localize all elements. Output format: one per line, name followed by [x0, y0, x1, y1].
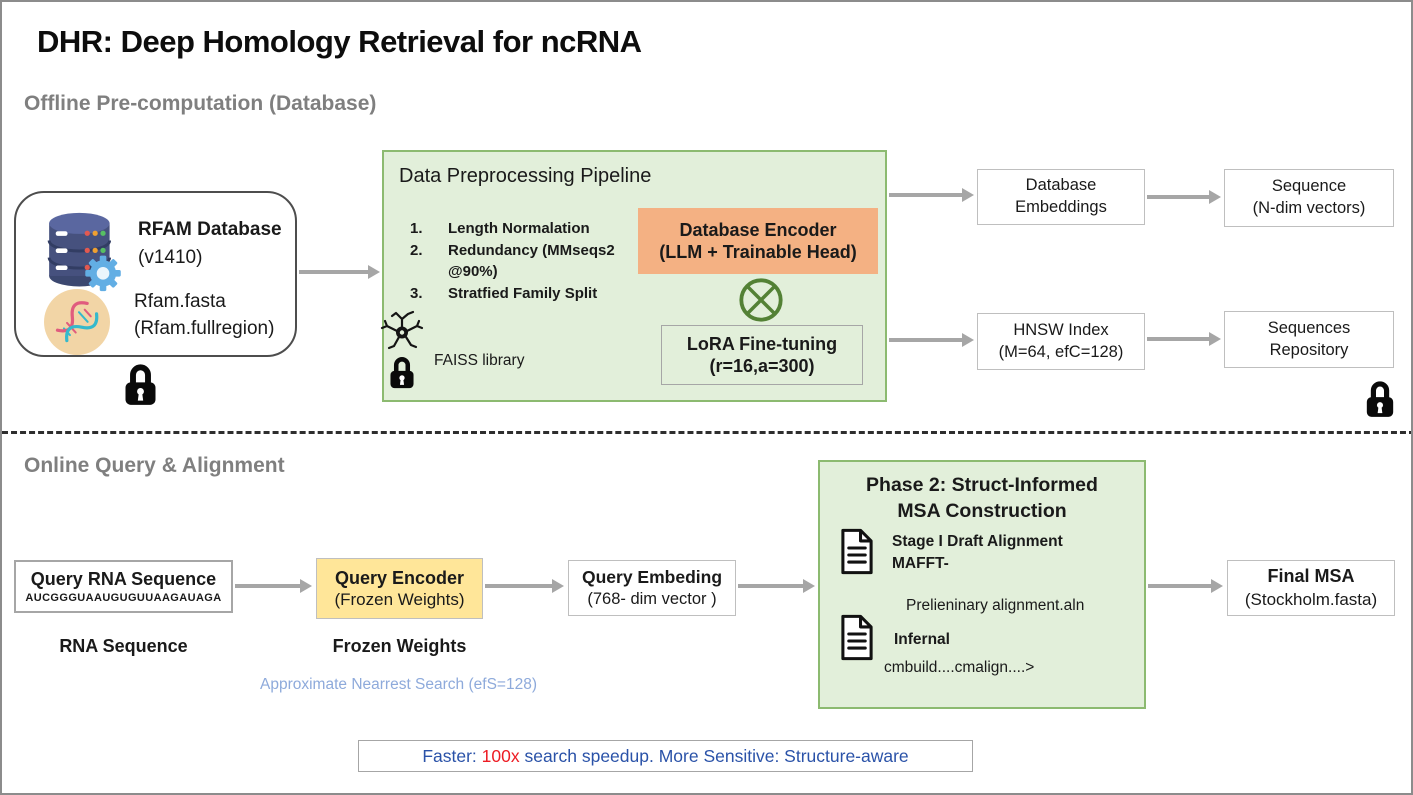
rfam-database-box: RFAM Database (v1410) Rfam.fasta (Rfam.f…	[14, 191, 297, 357]
summary-banner: Faster: 100x search speedup. More Sensit…	[358, 740, 973, 772]
phase2-msa-box: Phase 2: Struct-Informed MSA Constructio…	[818, 460, 1146, 709]
query-encoder-title: Query Encoder	[334, 567, 465, 588]
otimes-icon	[739, 278, 783, 322]
rfam-file: Rfam.fasta	[134, 291, 226, 312]
final-msa-box: Final MSA (Stockholm.fasta)	[1227, 560, 1395, 616]
step-number: 1.	[410, 220, 423, 237]
section-divider	[2, 431, 1411, 434]
step-number: 2.	[410, 242, 423, 259]
arrow	[1147, 337, 1210, 341]
arrow	[738, 584, 804, 588]
arrow	[299, 270, 369, 274]
rfam-title: RFAM Database	[138, 219, 282, 240]
pipeline-step: 1. Length Normalation	[410, 218, 620, 239]
database-encoder-subtitle: (LLM + Trainable Head)	[659, 242, 857, 262]
banner-highlight: 100x	[481, 745, 520, 766]
pipeline-steps: 1. Length Normalation 2. Redundancy (MMs…	[410, 218, 620, 305]
stage1-label: Stage I Draft Alignment	[892, 533, 1063, 550]
query-embedding-subtitle: (768- dim vector )	[587, 589, 717, 608]
box-line2: Embeddings	[1015, 198, 1107, 216]
neuron-icon	[380, 310, 424, 350]
box-line1: HNSW Index	[1013, 320, 1109, 339]
box-line1: Database	[1025, 176, 1097, 195]
preprocessing-pipeline-box: Data Preprocessing Pipeline 1. Length No…	[382, 150, 887, 402]
arrow	[485, 584, 553, 588]
step-label: Length Normalation	[448, 220, 590, 237]
query-box-title: Query RNA Sequence	[30, 569, 217, 590]
box-line2: (M=64, efC=128)	[998, 342, 1124, 361]
query-encoder-box: Query Encoder (Frozen Weights)	[316, 558, 483, 619]
arrow	[889, 193, 963, 197]
phase2-title: Phase 2: Struct-Informed MSA Constructio…	[820, 472, 1144, 525]
step-label: Stratfied Family Split	[448, 285, 598, 302]
stage2-tool: Infernal	[894, 631, 950, 648]
pipeline-step: 3. Stratfied Family Split	[410, 283, 620, 304]
lock-icon	[390, 357, 414, 389]
offline-section-header: Offline Pre-computation (Database)	[24, 92, 377, 115]
document-icon	[841, 614, 873, 661]
dna-icon	[44, 289, 110, 355]
database-embeddings-box: Database Embeddings	[977, 169, 1145, 225]
query-encoder-subtitle: (Frozen Weights)	[334, 590, 465, 610]
rna-sequence-caption: RNA Sequence	[59, 636, 188, 656]
stage2-commands: cmbuild....cmalign....>	[884, 659, 1035, 676]
query-embedding-title: Query Embeding	[581, 566, 723, 587]
sequence-vectors-box: Sequence (N-dim vectors)	[1224, 169, 1394, 227]
box-line1: Sequences	[1267, 318, 1351, 337]
online-section-header: Online Query & Alignment	[24, 454, 285, 477]
database-encoder-box: Database Encoder (LLM + Trainable Head)	[638, 208, 878, 274]
pipeline-title: Data Preprocessing Pipeline	[399, 165, 652, 187]
hnsw-index-box: HNSW Index (M=64, efC=128)	[977, 313, 1145, 370]
stage1-tool: MAFFT-	[892, 555, 949, 572]
intermediate-file-label: Prelieninary alignment.aln	[906, 597, 1085, 614]
database-encoder-title: Database Encoder	[679, 219, 837, 240]
step-label: Redundancy (MMseqs2 @90%)	[448, 242, 615, 280]
arrow	[235, 584, 301, 588]
arrow	[1147, 195, 1210, 199]
final-msa-subtitle: (Stockholm.fasta)	[1244, 589, 1378, 609]
document-icon	[841, 528, 873, 575]
database-icon	[47, 212, 121, 292]
rfam-version: (v1410)	[138, 247, 203, 268]
lora-subtitle: (r=16,a=300)	[709, 356, 815, 376]
lock-icon	[125, 364, 156, 405]
arrow	[1148, 584, 1212, 588]
box-line1: Sequence	[1271, 177, 1347, 196]
banner-text-part1: Faster:	[422, 745, 482, 766]
lora-title: LoRA Fine-tuning	[686, 333, 838, 354]
rfam-file-detail: (Rfam.fullregion)	[134, 318, 275, 339]
phase2-title-line1: Phase 2: Struct-Informed	[866, 474, 1098, 496]
query-sequence: AUCGGGUAAUGUGUUAAGAUAGA	[25, 591, 222, 604]
faiss-library-label: FAISS library	[434, 352, 525, 369]
frozen-weights-caption: Frozen Weights	[332, 636, 467, 656]
lora-finetuning-box: LoRA Fine-tuning (r=16,a=300)	[661, 325, 863, 385]
final-msa-title: Final MSA	[1267, 565, 1355, 586]
query-embedding-box: Query Embeding (768- dim vector )	[568, 560, 736, 616]
box-line2: Repository	[1269, 340, 1349, 359]
query-rna-sequence-box: Query RNA Sequence AUCGGGUAAUGUGUUAAGAUA…	[14, 560, 233, 613]
step-number: 3.	[410, 285, 423, 302]
sequences-repository-box: Sequences Repository	[1224, 311, 1394, 368]
phase2-title-line2: MSA Construction	[897, 500, 1067, 523]
banner-text-part2: search speedup. More Sensitive: Structur…	[519, 745, 909, 766]
lock-icon	[1366, 381, 1394, 417]
arrow	[889, 338, 963, 342]
box-line2: (N-dim vectors)	[1252, 199, 1366, 217]
approximate-search-note: Approximate Nearrest Search (efS=128)	[260, 676, 537, 693]
pipeline-step: 2. Redundancy (MMseqs2 @90%)	[410, 240, 620, 282]
page-title: DHR: Deep Homology Retrieval for ncRNA	[37, 24, 642, 59]
